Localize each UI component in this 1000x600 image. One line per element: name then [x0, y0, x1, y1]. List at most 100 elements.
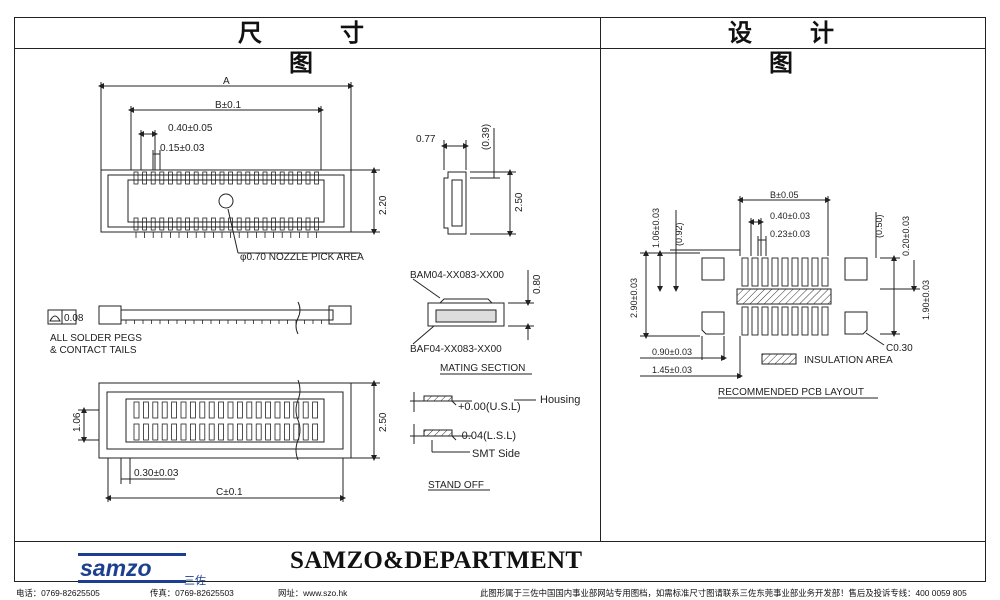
side-view — [47, 301, 352, 335]
bottom-contact-lower — [293, 423, 300, 441]
dim-pitch: 0.40±0.05 — [168, 123, 213, 134]
bottom-contact-upper — [227, 401, 234, 419]
bottom-contact-upper — [236, 401, 243, 419]
pcb-pad-upper — [811, 257, 819, 287]
pcb-dim-050: (0.50) — [874, 214, 884, 238]
samzo-logo: samzo 三佐 — [78, 553, 206, 586]
contact-bottom — [133, 217, 139, 231]
bottom-contact-lower — [133, 423, 140, 441]
contact-top — [288, 171, 294, 185]
solder-note-1: ALL SOLDER PEGS — [50, 333, 142, 344]
contact-bottom — [253, 217, 259, 231]
drawing-frame — [14, 17, 986, 582]
bottom-contact-upper — [152, 401, 159, 419]
bottom-contact-upper — [133, 401, 140, 419]
contact-bottom — [142, 217, 148, 231]
bottom-view — [78, 379, 380, 502]
contact-top — [262, 171, 268, 185]
contact-top — [279, 171, 285, 185]
bottom-contact-upper — [302, 401, 309, 419]
pcb-dim-020: 0.20±0.03 — [901, 216, 911, 256]
bottom-contact-upper — [189, 401, 196, 419]
contact-top — [253, 171, 259, 185]
contact-top — [202, 171, 208, 185]
pcb-caption: RECOMMENDED PCB LAYOUT — [718, 387, 864, 398]
solder-note-2: & CONTACT TAILS — [50, 345, 137, 356]
footer-divider — [14, 541, 986, 542]
contact-bottom — [202, 217, 208, 231]
contact-top — [228, 171, 234, 185]
contact-top — [176, 171, 182, 185]
pcb-pad-upper — [741, 257, 749, 287]
contact-bottom — [219, 217, 225, 231]
bottom-contact-lower — [227, 423, 234, 441]
bottom-contact-upper — [180, 401, 187, 419]
bottom-contact-upper — [199, 401, 206, 419]
pcb-dim-106: 1.06±0.03 — [651, 208, 661, 248]
pcb-dim-145: 1.45±0.03 — [652, 365, 692, 375]
footer-notice: 此图形属于三佐中国国内事业部网站专用图档，如需标准尺寸图请联系三佐东莞事业部业务… — [480, 588, 967, 598]
contact-bottom — [245, 217, 251, 231]
bottom-contact-upper — [293, 401, 300, 419]
dim-039: (0.39) — [481, 124, 492, 150]
contact-bottom — [314, 217, 320, 231]
footer-fax: 传真：0769-82625503 — [150, 588, 234, 598]
coplanarity-value: 0.08 — [64, 313, 84, 324]
standoff-smt: SMT Side — [472, 448, 520, 460]
standoff-lsl: -0.04(L.S.L) — [458, 430, 516, 442]
pcb-dim-190: 1.90±0.03 — [921, 280, 931, 320]
contact-bottom — [185, 217, 191, 231]
dim-250-end: 2.50 — [514, 192, 525, 212]
dim-B: B±0.1 — [215, 100, 241, 111]
insulation-legend: INSULATION AREA — [804, 355, 893, 366]
dim-077: 0.77 — [416, 134, 436, 145]
contact-top — [271, 171, 277, 185]
top-view-contacts — [133, 171, 320, 238]
side-view-contacts — [125, 320, 322, 324]
company-name: SAMZO&DEPARTMENT — [290, 547, 583, 574]
contact-bottom — [150, 217, 156, 231]
dim-106-left: 1.06 — [72, 412, 83, 432]
pcb-dim-092: (0.92) — [674, 222, 684, 246]
bottom-contact-upper — [171, 401, 178, 419]
bottom-contact-lower — [189, 423, 196, 441]
bottom-contact-lower — [255, 423, 262, 441]
footer-phone: 电话：0769-82625505 — [16, 588, 100, 598]
logo-sub: 三佐 — [184, 573, 206, 586]
dimension-drawing-title: 尺寸图 — [238, 18, 442, 77]
pcb-layout — [640, 196, 920, 399]
contact-bottom — [228, 217, 234, 231]
contact-bottom — [236, 217, 242, 231]
bottom-contact-upper — [218, 401, 225, 419]
contact-top — [150, 171, 156, 185]
contact-bottom — [271, 217, 277, 231]
contact-bottom — [176, 217, 182, 231]
dim-250-bottom: 2.50 — [378, 412, 389, 432]
pcb-pad-lower — [811, 306, 819, 336]
bottom-contact-lower — [283, 423, 290, 441]
stand-off — [410, 392, 536, 491]
bottom-contact-lower — [180, 423, 187, 441]
logo-text: samzo — [80, 555, 152, 581]
pcb-pad-lower — [761, 306, 769, 336]
contact-top — [219, 171, 225, 185]
pcb-dim-290: 2.90±0.03 — [629, 278, 639, 318]
pcb-pad-upper — [791, 257, 799, 287]
contact-top — [296, 171, 302, 185]
contact-top — [236, 171, 242, 185]
nozzle-label: φ0.70 NOZZLE PICK AREA — [240, 252, 364, 263]
bottom-contact-upper — [265, 401, 272, 419]
bottom-contact-upper — [283, 401, 290, 419]
pcb-pad-upper — [771, 257, 779, 287]
standoff-housing: Housing — [540, 394, 580, 406]
bottom-contact-lower — [236, 423, 243, 441]
contact-top — [133, 171, 139, 185]
pcb-dim-040: 0.40±0.03 — [770, 211, 810, 221]
dim-080: 0.80 — [532, 274, 543, 294]
footer-website[interactable]: 网址：www.szo.hk — [278, 588, 348, 598]
bottom-contact-upper — [255, 401, 262, 419]
pcb-pad-upper — [821, 257, 829, 287]
pcb-dim-090: 0.90±0.03 — [652, 347, 692, 357]
dim-height: 2.20 — [378, 195, 389, 215]
pcb-pad-upper — [751, 257, 759, 287]
